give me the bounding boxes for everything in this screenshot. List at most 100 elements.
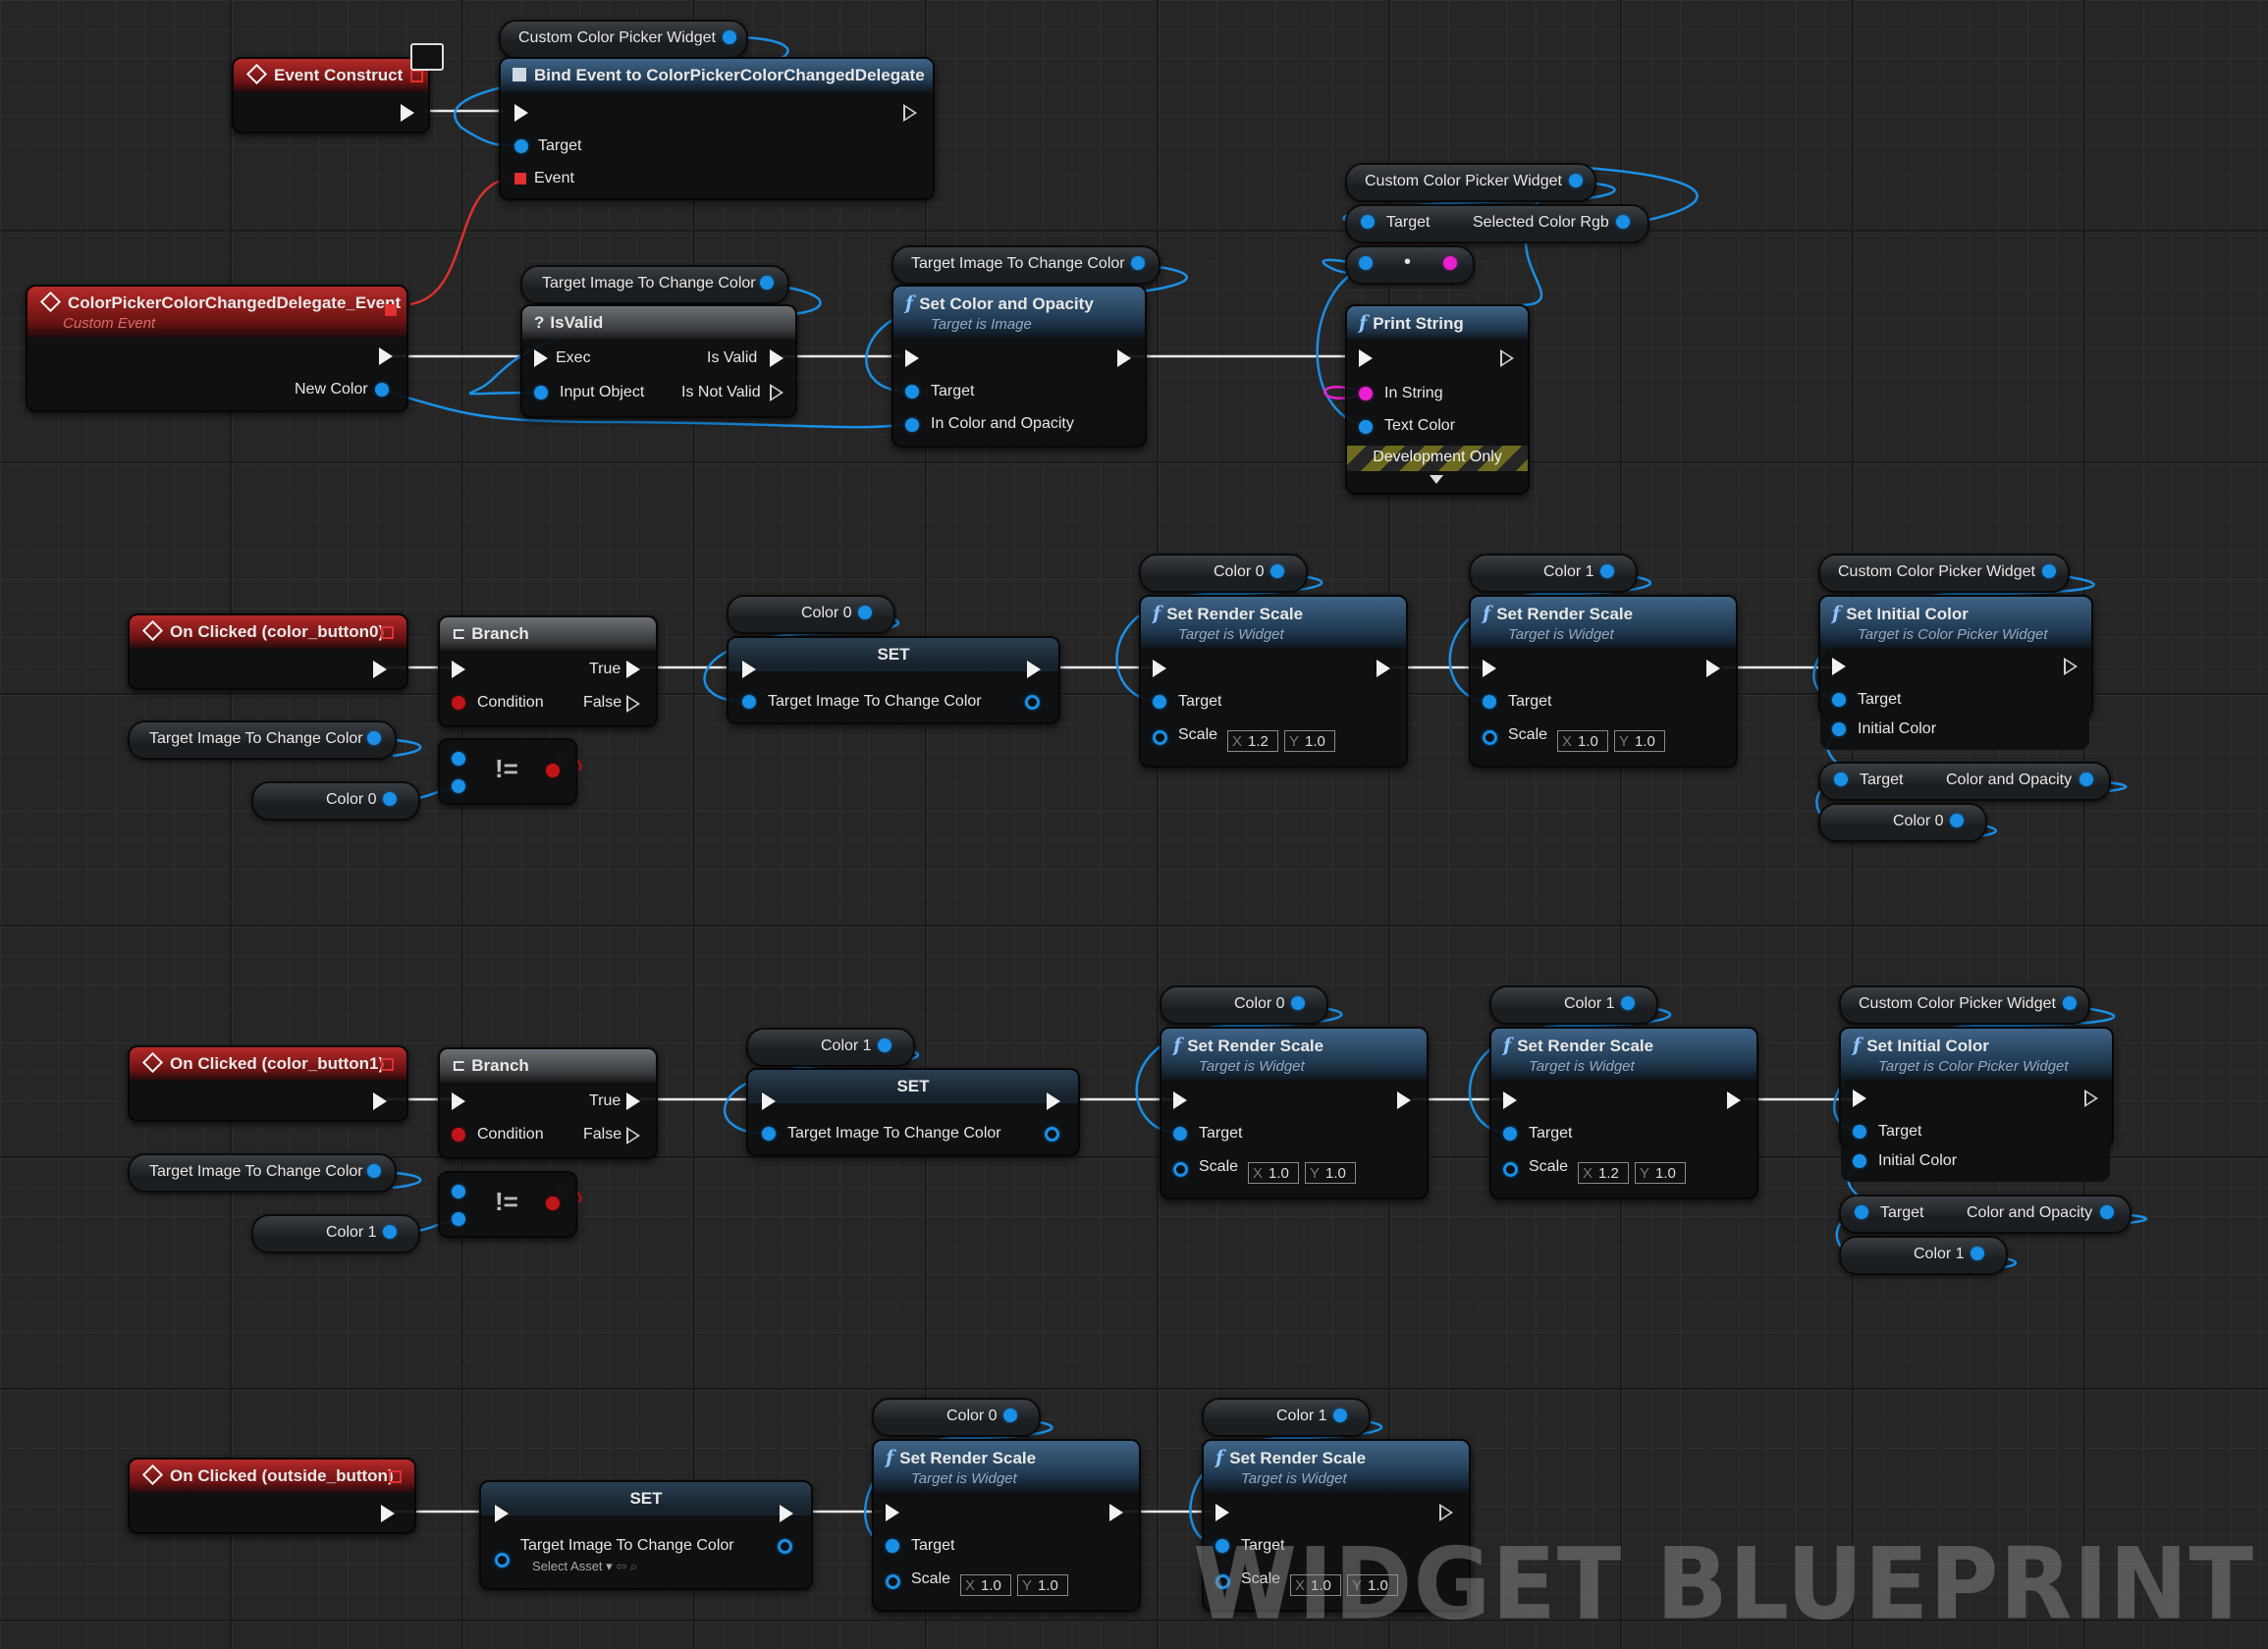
- result-pin[interactable]: [546, 764, 560, 777]
- getter-out-pin[interactable]: [1003, 1409, 1017, 1422]
- custom-color-picker-widget-getter[interactable]: Custom Color Picker Widget: [1839, 985, 2090, 1025]
- branch-node[interactable]: ⊏Branch True Condition False: [438, 615, 658, 727]
- asset-selector[interactable]: Select Asset ▾ ⇦ ⌕: [532, 1559, 637, 1574]
- delegate-pin[interactable]: [381, 1058, 394, 1071]
- color1-getter[interactable]: Color 1: [1839, 1236, 2008, 1275]
- set-variable-node[interactable]: SET Target Image To Change Color Select …: [479, 1480, 813, 1590]
- exec-out-pin[interactable]: [1027, 661, 1041, 678]
- target-pin[interactable]: [1483, 695, 1496, 709]
- exec-out-pin[interactable]: [903, 104, 917, 122]
- string-out-pin[interactable]: [1443, 256, 1457, 270]
- target-pin[interactable]: [1215, 1539, 1229, 1553]
- selected-color-rgb-pin[interactable]: [1616, 215, 1630, 229]
- exec-out-pin[interactable]: [1727, 1091, 1741, 1109]
- delegate-out-pin[interactable]: [385, 304, 397, 316]
- getter-out-pin[interactable]: [1971, 1247, 1984, 1260]
- exec-out-pin[interactable]: [1439, 1504, 1453, 1521]
- color1-getter[interactable]: Color 1: [251, 1214, 420, 1253]
- value-in-pin[interactable]: [742, 695, 756, 709]
- on-clicked-outside-button-event[interactable]: On Clicked (outside_button): [128, 1458, 416, 1534]
- color0-getter[interactable]: Color 0: [1818, 803, 1987, 842]
- conversion-node[interactable]: •: [1345, 245, 1475, 285]
- target-pin[interactable]: [905, 385, 919, 399]
- exec-in-pin[interactable]: [452, 661, 465, 678]
- color0-getter[interactable]: Color 0: [251, 781, 420, 821]
- getter-out-pin[interactable]: [367, 731, 381, 745]
- getter-out-pin[interactable]: [1569, 174, 1583, 187]
- true-pin[interactable]: [626, 661, 640, 678]
- set-variable-node[interactable]: SET Target Image To Change Color: [727, 636, 1060, 724]
- on-clicked-button1-event[interactable]: On Clicked (color_button1): [128, 1045, 408, 1122]
- custom-color-picker-widget-getter[interactable]: Custom Color Picker Widget: [1818, 554, 2070, 593]
- selected-color-rgb-getter[interactable]: Target Selected Color Rgb: [1345, 204, 1649, 243]
- event-construct-node[interactable]: Event Construct: [232, 57, 430, 133]
- a-pin[interactable]: [452, 752, 465, 766]
- delegate-pin[interactable]: [381, 626, 394, 639]
- scale-pin[interactable]: [1483, 730, 1497, 745]
- getter-out-pin[interactable]: [1333, 1409, 1347, 1422]
- getter-out-pin[interactable]: [383, 1225, 397, 1239]
- color0-getter[interactable]: Color 0: [727, 595, 895, 634]
- scale-pin[interactable]: [1173, 1162, 1188, 1177]
- target-image-getter[interactable]: Target Image To Change Color: [891, 245, 1161, 285]
- color-and-opacity-pin[interactable]: [2100, 1205, 2114, 1219]
- isvalid-node[interactable]: ?IsValid Exec Is Valid Input Object Is N…: [520, 304, 797, 418]
- exec-out-pin[interactable]: [373, 1092, 387, 1110]
- getter-out-pin[interactable]: [1291, 996, 1305, 1010]
- condition-pin[interactable]: [452, 696, 465, 710]
- target-pin[interactable]: [1361, 215, 1375, 229]
- exec-in-pin[interactable]: [1359, 349, 1373, 367]
- target-image-getter[interactable]: Target Image To Change Color: [128, 1153, 397, 1193]
- exec-in-pin[interactable]: [1173, 1091, 1187, 1109]
- custom-color-picker-widget-getter[interactable]: Custom Color Picker Widget: [499, 20, 748, 59]
- getter-out-pin[interactable]: [2063, 996, 2077, 1010]
- exec-in-pin[interactable]: [452, 1092, 465, 1110]
- branch-node[interactable]: ⊏Branch True Condition False: [438, 1047, 658, 1159]
- exec-out-pin[interactable]: [2084, 1090, 2098, 1107]
- new-color-pin[interactable]: [375, 383, 389, 397]
- is-not-valid-pin[interactable]: [770, 384, 783, 401]
- target-image-getter[interactable]: Target Image To Change Color: [520, 265, 789, 304]
- exec-out-pin[interactable]: [401, 104, 414, 122]
- exec-out-pin[interactable]: [1377, 660, 1390, 677]
- expand-arrow-icon[interactable]: [1430, 475, 1443, 484]
- exec-in-pin[interactable]: [1153, 660, 1166, 677]
- value-in-pin[interactable]: [495, 1553, 510, 1568]
- in-string-pin[interactable]: [1359, 387, 1373, 400]
- bind-event-node[interactable]: Bind Event to ColorPickerColorChangedDel…: [499, 57, 935, 200]
- exec-out-pin[interactable]: [381, 1505, 395, 1522]
- set-variable-node[interactable]: SET Target Image To Change Color: [746, 1068, 1080, 1156]
- exec-in-pin[interactable]: [742, 661, 756, 678]
- value-out-pin[interactable]: [778, 1539, 792, 1554]
- target-pin[interactable]: [1153, 695, 1166, 709]
- value-in-pin[interactable]: [762, 1127, 776, 1141]
- exec-in-pin[interactable]: [762, 1092, 776, 1110]
- initial-color-pin[interactable]: [1832, 722, 1846, 736]
- getter-out-pin[interactable]: [878, 1038, 891, 1052]
- color0-getter[interactable]: Color 0: [872, 1398, 1041, 1437]
- not-equal-node[interactable]: !=: [438, 1171, 577, 1238]
- getter-out-pin[interactable]: [1600, 564, 1614, 578]
- exec-in-pin[interactable]: [1832, 658, 1846, 675]
- target-pin[interactable]: [1173, 1127, 1187, 1141]
- exec-in-pin[interactable]: [495, 1505, 509, 1522]
- target-pin[interactable]: [514, 139, 528, 153]
- delegate-pin[interactable]: [389, 1470, 402, 1483]
- target-pin[interactable]: [1832, 693, 1846, 707]
- exec-out-pin[interactable]: [1706, 660, 1720, 677]
